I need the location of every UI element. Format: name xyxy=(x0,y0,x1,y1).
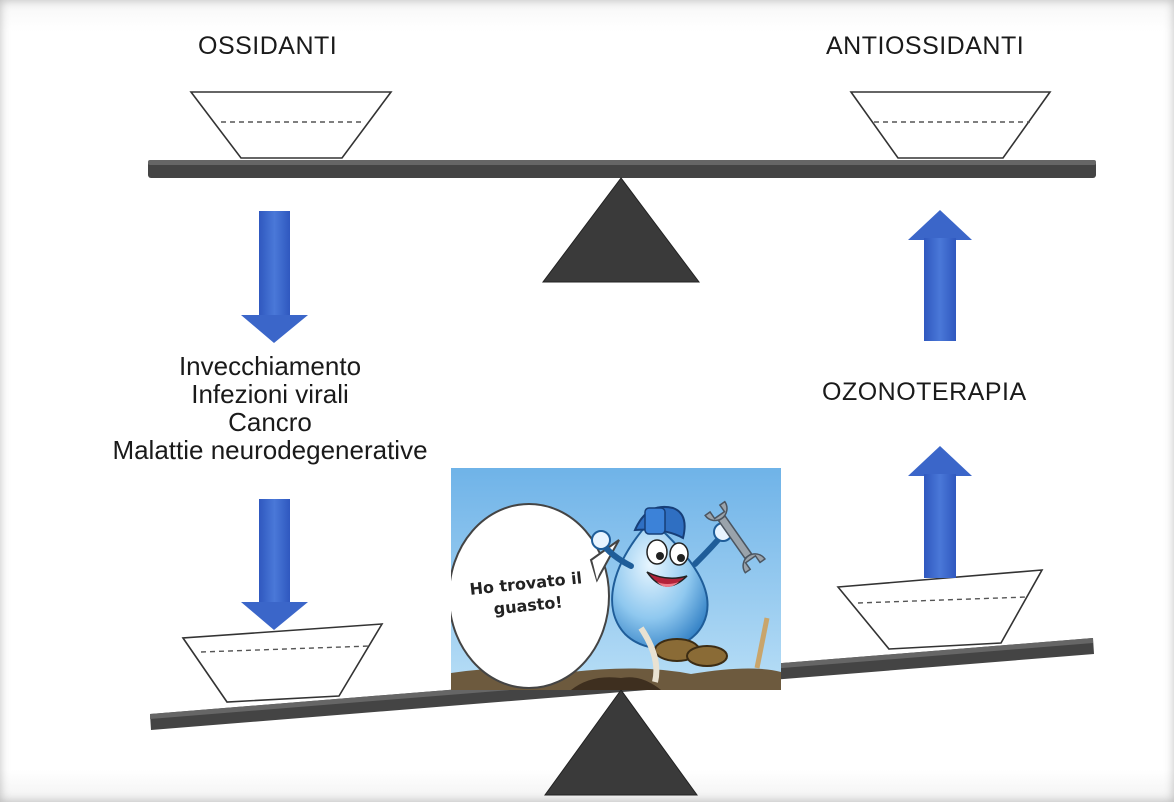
oxidants-label: OSSIDANTI xyxy=(198,32,338,60)
arrow-down-lower xyxy=(241,499,308,630)
bottom-left-pan-level xyxy=(200,645,371,653)
bottom-left-pan xyxy=(181,623,384,703)
bottom-right-pan-level xyxy=(857,596,1028,604)
antioxidants-label: ANTIOSSIDANTI xyxy=(826,32,1025,60)
effect-item: Infezioni virali xyxy=(191,379,349,409)
arrow-up-upper xyxy=(908,210,972,341)
droplet-mascot-icon xyxy=(451,468,781,690)
top-right-pan xyxy=(849,91,1052,159)
ozone-therapy-label: OZONOTERAPIA xyxy=(822,378,1027,406)
top-balance xyxy=(148,91,1096,283)
top-fulcrum xyxy=(542,177,700,283)
effect-item: Malattie neurodegenerative xyxy=(112,435,428,465)
top-left-pan xyxy=(189,91,393,159)
bottom-right-pan xyxy=(836,569,1044,650)
effect-item: Invecchiamento xyxy=(178,351,362,381)
arrow-up-lower xyxy=(908,446,972,578)
effects-list: Invecchiamento Infezioni virali Cancro M… xyxy=(50,352,490,464)
arrow-down-upper xyxy=(241,211,308,343)
bottom-fulcrum xyxy=(544,689,698,796)
effect-item: Cancro xyxy=(228,407,312,437)
cartoon-image xyxy=(451,468,781,690)
top-beam-highlight xyxy=(148,160,1096,165)
